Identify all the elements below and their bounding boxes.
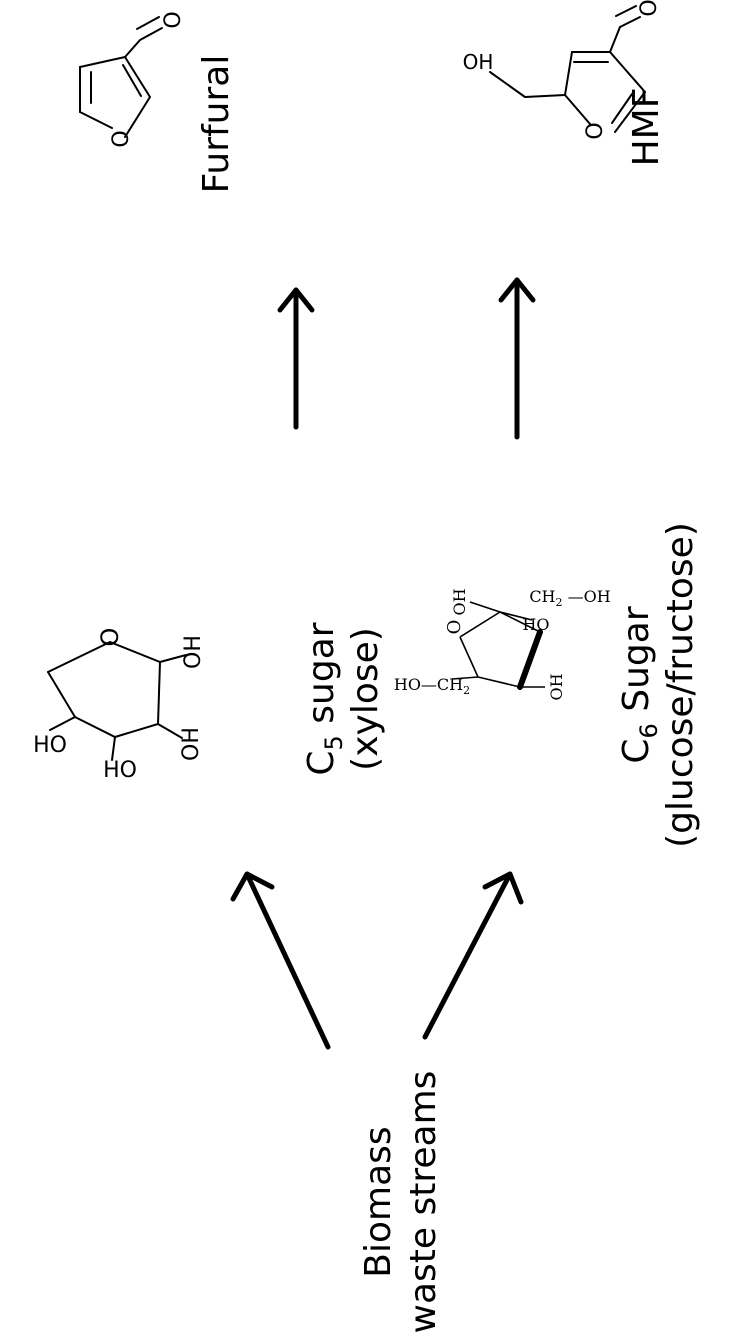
fructose-structure: O HO—CH2 OH OH HO CH2 —OH	[394, 587, 611, 701]
hmf-carbonyl-oxygen: O	[637, 0, 662, 17]
c6-sugar-name: (glucose/fructose)	[660, 522, 701, 848]
furfural-label: Furfural	[196, 55, 237, 194]
fructose-ch2-oh: CH2 —OH	[529, 587, 610, 609]
xylose-hydroxyl-3: OH	[179, 727, 204, 761]
xylose-hydroxyl-2: HO	[103, 758, 137, 783]
hmf-structure: O O OH	[463, 0, 662, 140]
arrow-c5-to-furfural	[277, 287, 315, 430]
c5-sugar-label: C5 sugar (xylose)	[301, 622, 386, 775]
furfural-ring-oxygen: O	[109, 130, 134, 147]
furfural-structure: O O	[79, 11, 186, 148]
biomass-label: Biomass waste streams	[358, 1071, 444, 1334]
hmf-hydroxyl: OH	[463, 50, 494, 74]
arrow-c6-to-hmf	[498, 277, 536, 440]
xylose-ring-oxygen: O	[96, 628, 124, 647]
biomass-line-1: Biomass	[358, 1126, 399, 1277]
hmf-label: HMF	[626, 88, 667, 167]
furfural-carbonyl-oxygen: O	[161, 11, 186, 28]
xylose-structure: O HO HO OH OH	[33, 628, 206, 783]
fructose-hydroxyl-1: OH	[547, 673, 566, 700]
arrow-biomass-to-c5	[230, 871, 331, 1050]
c5-sugar-name: (xylose)	[345, 627, 386, 771]
c5-sugar-title: C5 sugar	[301, 622, 348, 775]
c6-sugar-label: C6 Sugar (glucose/fructose)	[616, 522, 701, 848]
c6-sugar-title: C6 Sugar	[616, 606, 663, 763]
fructose-ring-oxygen: O	[444, 620, 465, 635]
fructose-ho-ch2: HO—CH2	[394, 675, 470, 697]
arrow-biomass-to-c6	[422, 871, 524, 1040]
xylose-hydroxyl-4: OH	[181, 635, 206, 669]
fructose-hydroxyl-3: HO	[522, 615, 549, 634]
fructose-hydroxyl-2: OH	[450, 588, 469, 615]
hmf-ring-oxygen: O	[583, 122, 608, 139]
biomass-line-2: waste streams	[403, 1071, 444, 1334]
xylose-hydroxyl-1: HO	[33, 733, 67, 758]
